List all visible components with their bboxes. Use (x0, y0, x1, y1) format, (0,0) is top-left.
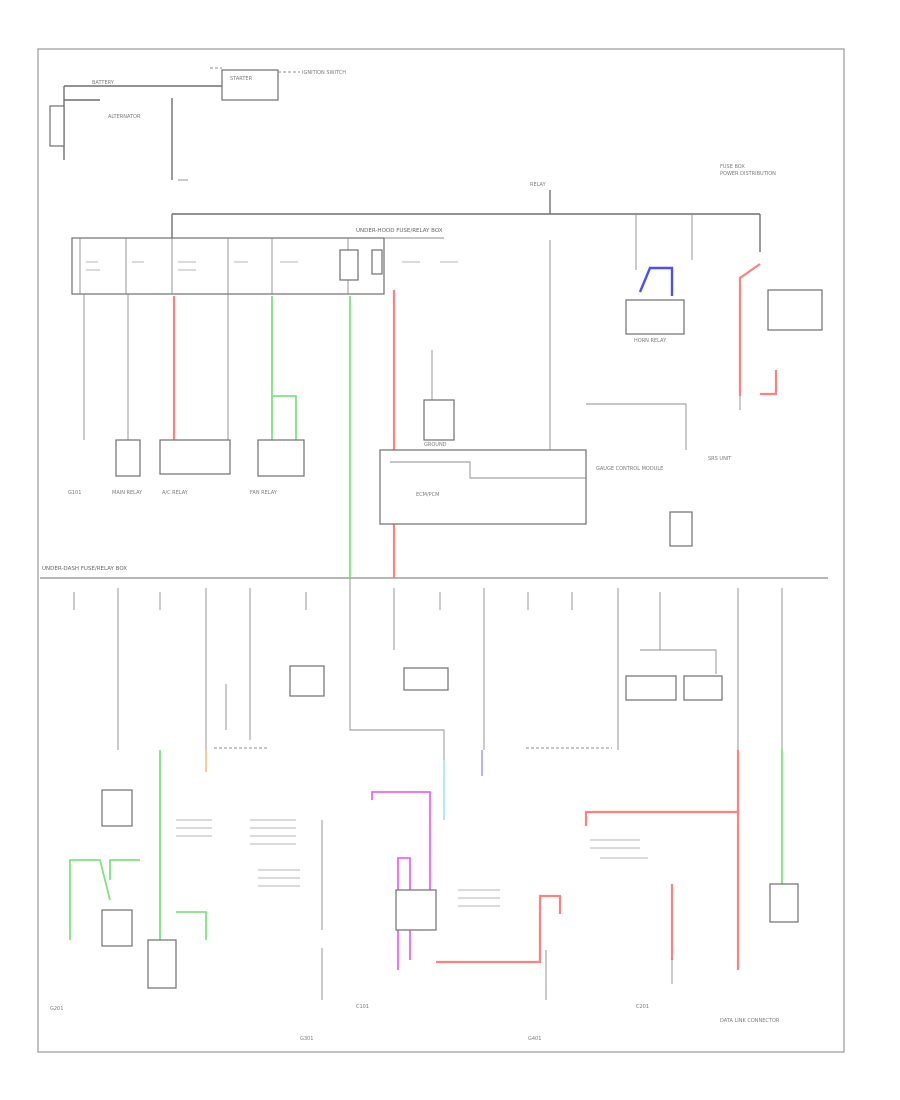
fuse-row-bottom (73, 588, 783, 750)
label-g301: G301 (300, 1036, 313, 1042)
label-fuse-box: FUSE BOX (720, 164, 745, 170)
label-c101: C101 (356, 1004, 369, 1010)
label-starter: STARTER (230, 76, 253, 82)
wire-red-3 (738, 263, 761, 396)
module-2 (159, 439, 231, 475)
label-ac-relay: A/C RELAY (162, 490, 189, 496)
label-gauge-module: GAUGE CONTROL MODULE (596, 466, 663, 472)
wire-magenta (371, 791, 431, 900)
label-g401: G401 (528, 1036, 541, 1042)
wire-blue-1 (638, 266, 674, 296)
label-main-relay: MAIN RELAY (112, 490, 143, 496)
label-underdash-fuse-box: UNDER-DASH FUSE/RELAY BOX (42, 566, 127, 572)
fuse-row-top (79, 238, 383, 294)
label-g201: G201 (50, 1006, 63, 1012)
label-c201: C201 (636, 1004, 649, 1010)
label-data-link-connector: DATA LINK CONNECTOR (720, 1018, 780, 1024)
label-fan-relay: FAN RELAY (250, 490, 278, 496)
module-3 (257, 439, 305, 477)
label-relay: RELAY (530, 182, 547, 188)
label-battery: BATTERY (92, 80, 115, 86)
label-ground: GROUND (424, 442, 447, 448)
label-underhood-fuse-box: UNDER-HOOD FUSE/RELAY BOX (356, 228, 443, 234)
diagram-frame (37, 48, 845, 1053)
label-ecm: ECM/PCM (416, 492, 439, 498)
battery (49, 105, 65, 147)
label-g101: G101 (68, 490, 81, 496)
module-1 (115, 439, 141, 477)
ecm-box (379, 449, 587, 525)
label-ignition-switch: IGNITION SWITCH (302, 70, 346, 76)
label-power-distribution: POWER DISTRIBUTION (720, 171, 776, 177)
annotation-marks (86, 261, 648, 907)
battery-circuit: BATTERY STARTER IGNITION SWITCH ALTERNAT… (49, 67, 346, 181)
label-srs: SRS UNIT (708, 456, 732, 462)
label-horn-relay: HORN RELAY (634, 338, 667, 344)
label-alternator: ALTERNATOR (108, 114, 141, 120)
wire-red-4 (584, 750, 740, 826)
